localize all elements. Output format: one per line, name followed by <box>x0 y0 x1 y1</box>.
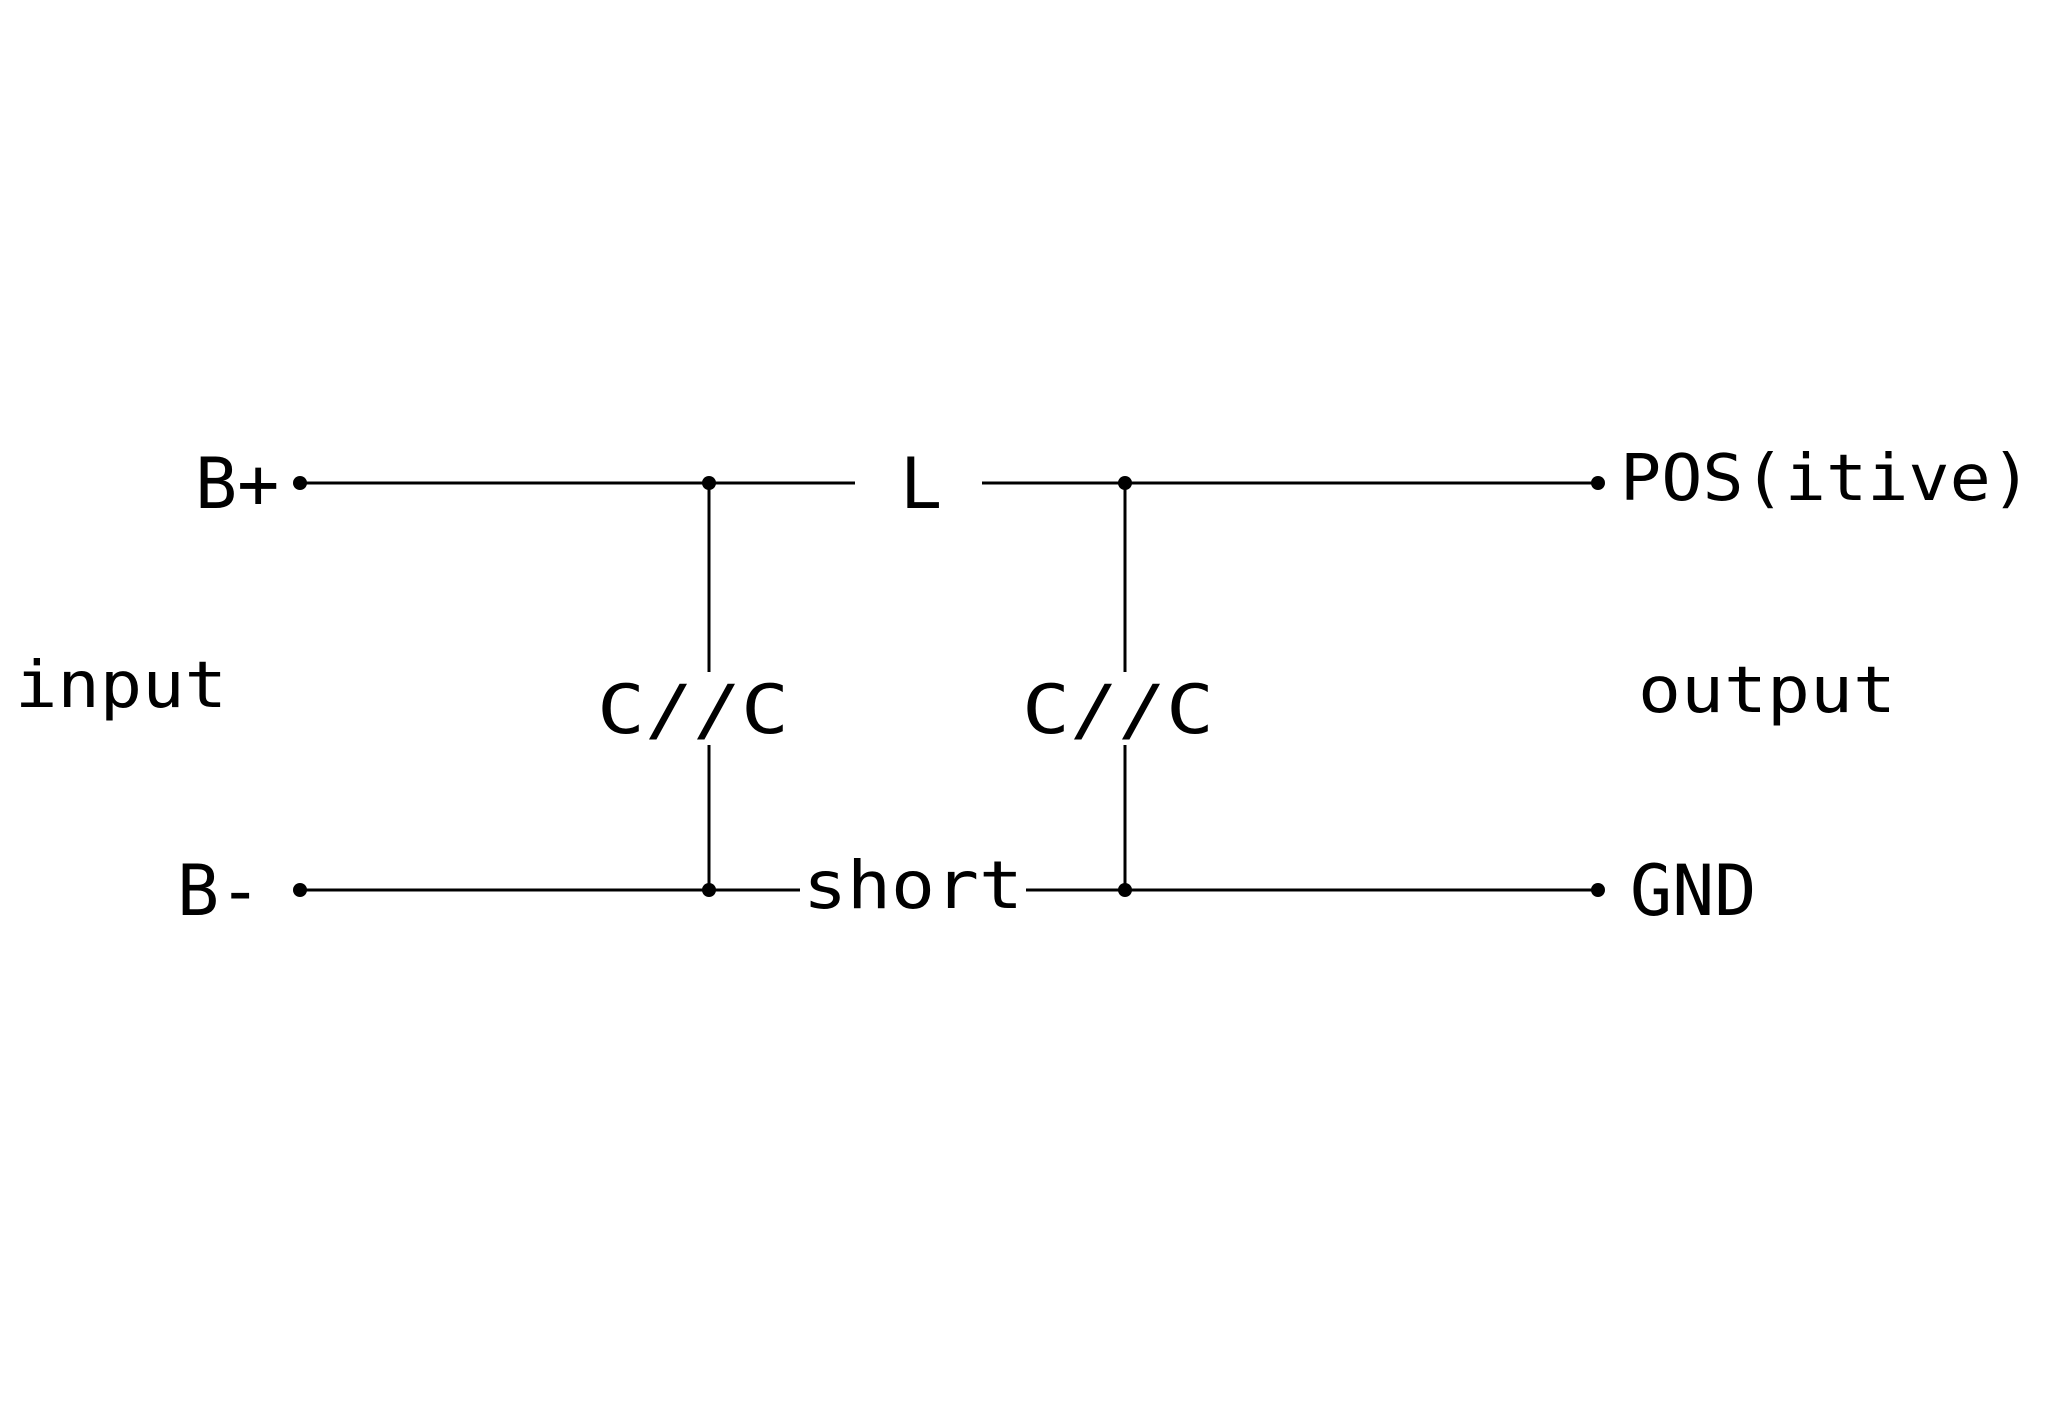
gnd-label: GND <box>1630 850 1756 932</box>
b-minus-label: B- <box>177 850 261 932</box>
input-label: input <box>15 649 227 723</box>
right-bottom-junction-dot <box>1118 883 1132 897</box>
short-label: short <box>803 847 1023 924</box>
left-bottom-junction-dot <box>702 883 716 897</box>
inductor-label: L <box>900 443 942 525</box>
b-plus-label: B+ <box>195 443 279 525</box>
left-capacitor-label: C//C <box>597 671 789 750</box>
gnd-terminal-dot <box>1591 883 1605 897</box>
pos-terminal-dot <box>1591 476 1605 490</box>
positive-label: POS(itive) <box>1620 442 2032 516</box>
left-top-junction-dot <box>702 476 716 490</box>
right-top-junction-dot <box>1118 476 1132 490</box>
right-capacitor-label: C//C <box>1022 671 1214 750</box>
output-label: output <box>1638 654 1896 728</box>
b-plus-terminal-dot <box>293 476 307 490</box>
b-minus-terminal-dot <box>293 883 307 897</box>
